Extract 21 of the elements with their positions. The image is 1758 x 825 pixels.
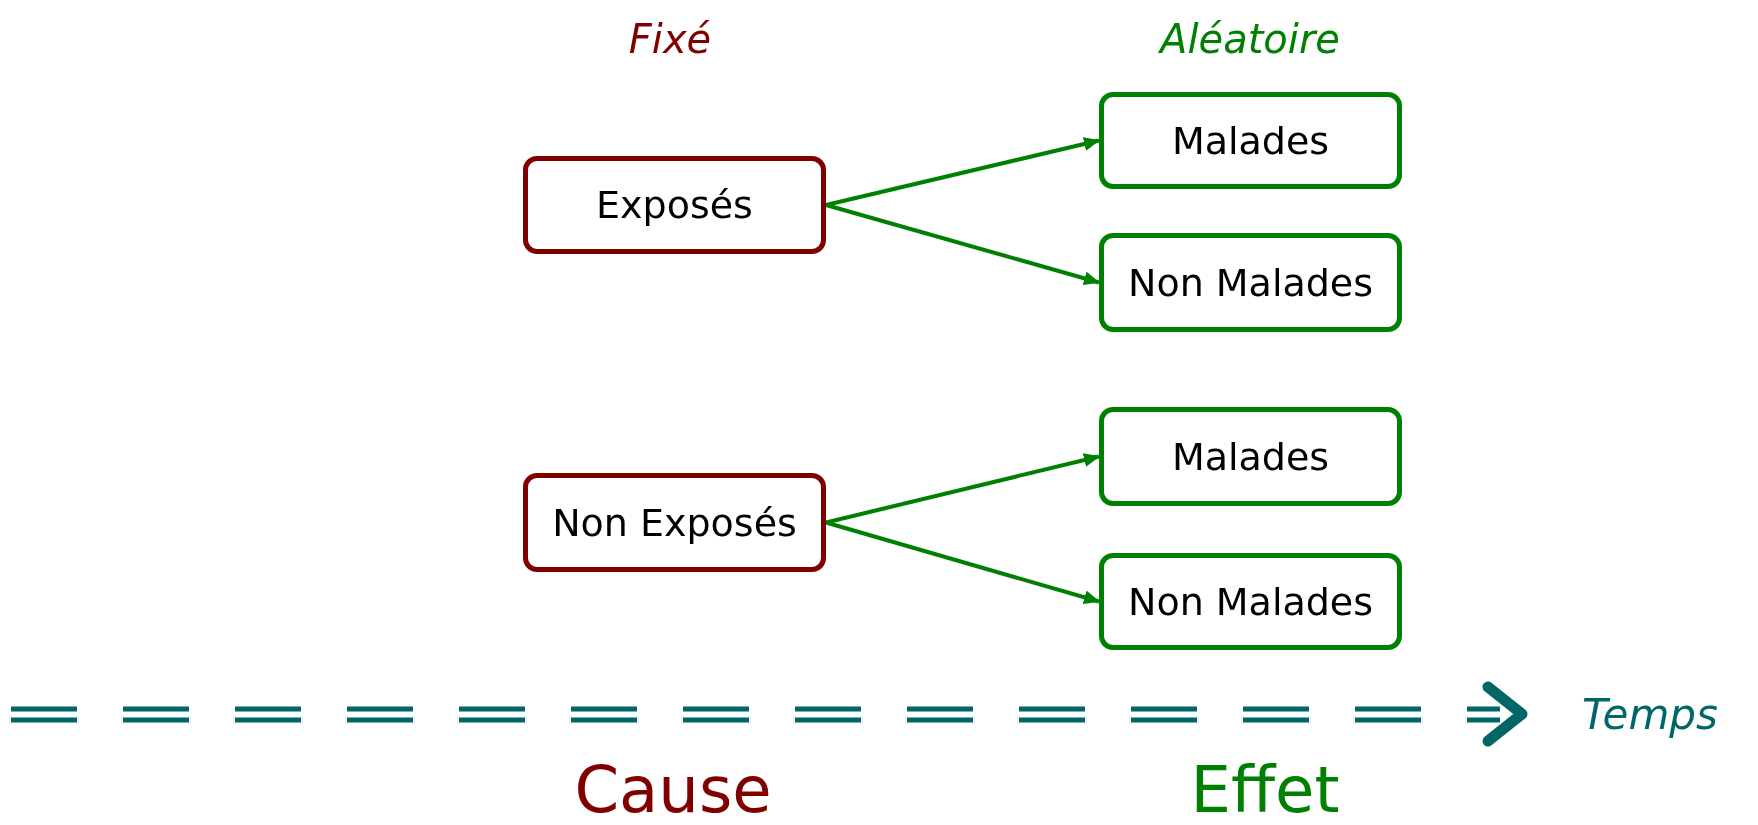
process-box (1099, 92, 1402, 189)
process-box (523, 473, 826, 572)
arrow (825, 137, 1100, 207)
box-label: Non Exposés (552, 500, 797, 545)
axis-label: Effet (1190, 753, 1340, 825)
arrow (825, 520, 1100, 605)
process-box (1099, 553, 1402, 650)
axis-label: Cause (574, 753, 772, 825)
box-label: Exposés (596, 183, 753, 227)
box-label: Non Malades (1127, 579, 1374, 624)
column-heading: Fixé (628, 16, 712, 62)
box-label: Malades (1171, 434, 1330, 479)
process-box (1099, 233, 1402, 332)
box-label: Non Malades (1127, 260, 1374, 305)
box-label: Malades (1171, 118, 1330, 163)
arrow (825, 203, 1100, 286)
process-box (1099, 407, 1402, 506)
axis-label: Temps (1582, 689, 1718, 739)
arrow (825, 453, 1100, 525)
process-box (523, 156, 826, 254)
column-heading: Aléatoire (1160, 16, 1340, 62)
